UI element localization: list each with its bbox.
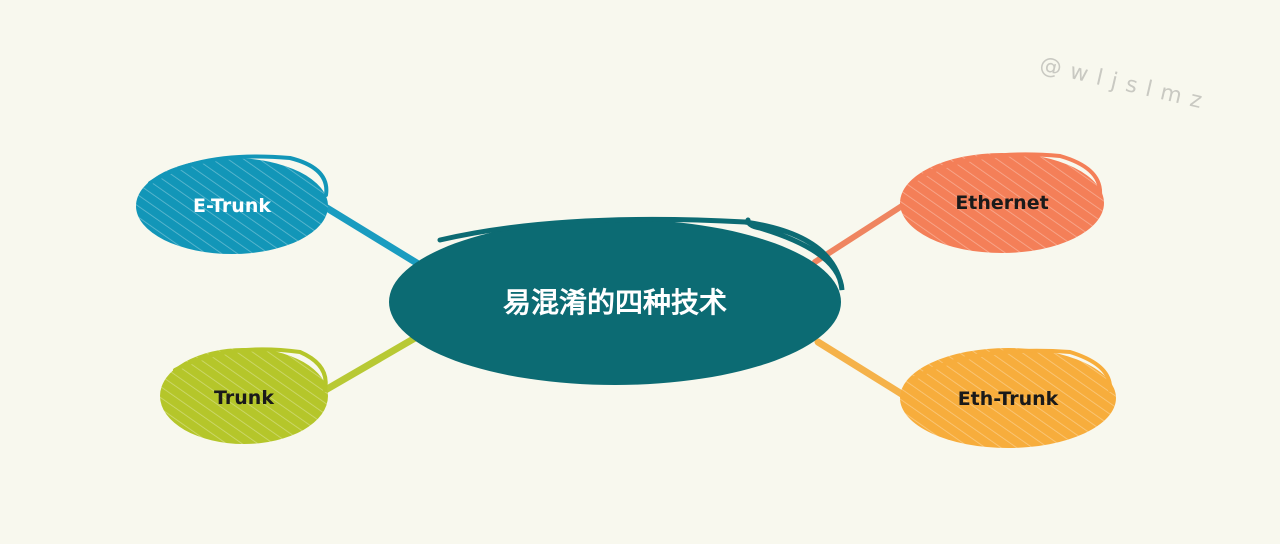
connector-e-trunk <box>318 201 424 269</box>
node-ethernet[interactable]: Ethernet <box>900 152 1104 253</box>
node-ethernet-label: Ethernet <box>955 192 1048 214</box>
connector-ethernet <box>812 201 908 265</box>
node-eth-trunk[interactable]: Eth-Trunk <box>900 348 1116 448</box>
central-topic[interactable]: 易混淆的四种技术 <box>389 216 845 385</box>
node-eth-trunk-label: Eth-Trunk <box>958 388 1059 410</box>
connector-trunk <box>318 334 419 396</box>
node-trunk[interactable]: Trunk <box>160 347 328 444</box>
connector-eth-trunk <box>814 338 912 402</box>
central-topic-label: 易混淆的四种技术 <box>503 286 727 319</box>
node-e-trunk-label: E-Trunk <box>193 195 271 217</box>
node-e-trunk[interactable]: E-Trunk <box>136 154 329 254</box>
node-trunk-label: Trunk <box>214 387 274 409</box>
